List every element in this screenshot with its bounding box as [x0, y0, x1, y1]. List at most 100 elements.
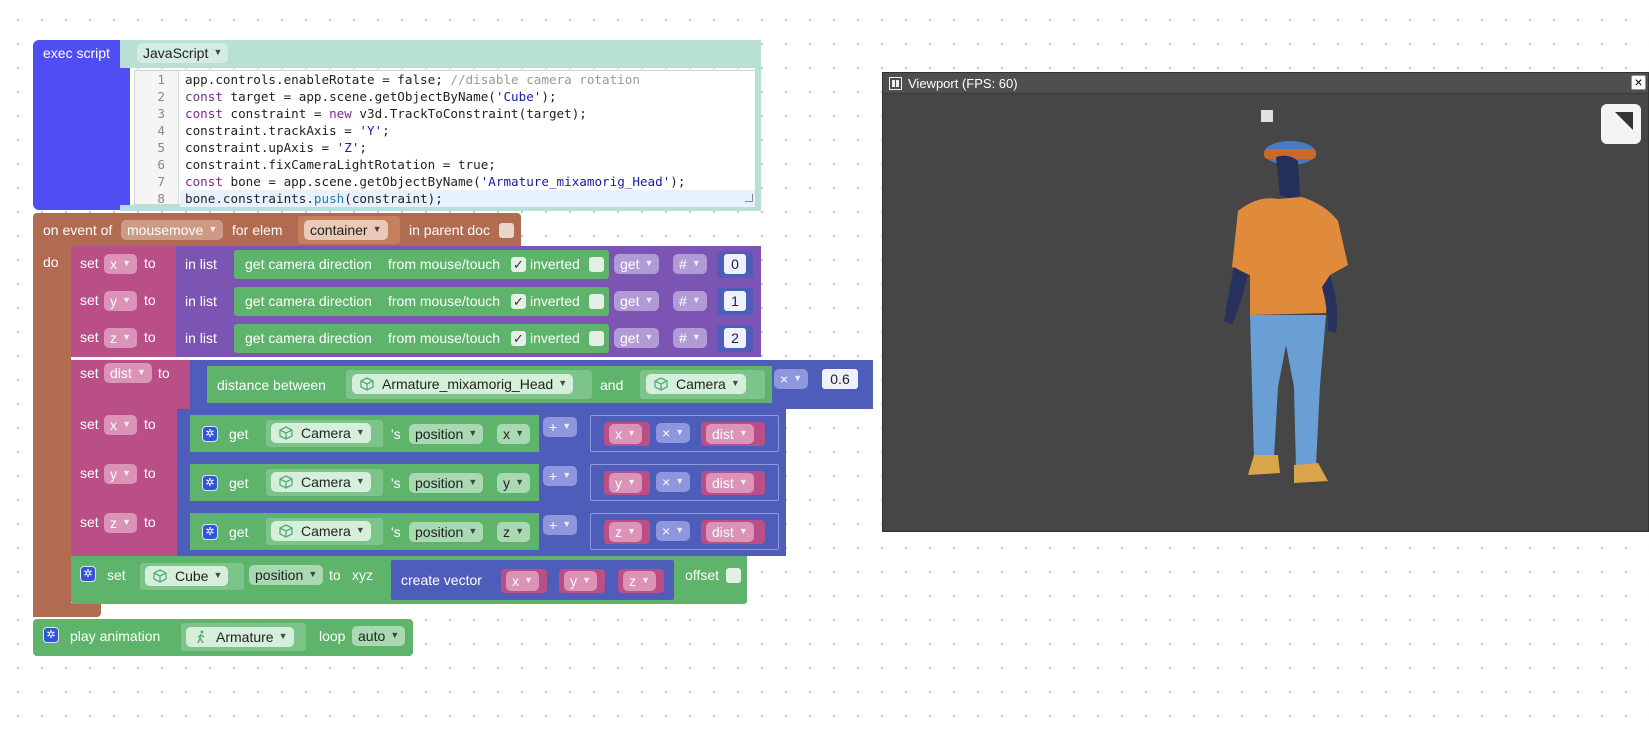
- index-field[interactable]: 2: [724, 328, 746, 348]
- math-op-dropdown[interactable]: ×▼: [774, 369, 809, 389]
- fullscreen-button[interactable]: [1601, 104, 1641, 144]
- axis-dropdown[interactable]: z▼: [497, 522, 530, 542]
- code-line[interactable]: bone.constraints.push(constraint);: [185, 190, 443, 207]
- inverted-checkbox[interactable]: [589, 331, 604, 346]
- add-op-dropdown[interactable]: +▼: [543, 515, 578, 535]
- axis-dropdown[interactable]: x▼: [497, 424, 530, 444]
- multiply-op-dropdown[interactable]: ×▼: [656, 521, 691, 541]
- gear-icon[interactable]: ✲: [202, 524, 218, 540]
- var-dropdown-dist[interactable]: dist▼: [104, 363, 152, 383]
- loop-dropdown[interactable]: auto▼: [352, 626, 406, 646]
- gear-icon[interactable]: ✲: [80, 566, 96, 582]
- gear-icon[interactable]: ✲: [43, 627, 59, 643]
- property-dropdown[interactable]: position▼: [409, 473, 484, 493]
- line-number: 6: [157, 157, 165, 172]
- factor-field[interactable]: 0.6: [822, 369, 858, 389]
- inverted-checkbox[interactable]: [589, 294, 604, 309]
- var-a-dropdown[interactable]: x▼: [609, 424, 642, 444]
- property-dropdown[interactable]: position▼: [409, 522, 484, 542]
- code-line[interactable]: const bone = app.scene.getObjectByName('…: [185, 173, 685, 190]
- cube-icon: [153, 569, 167, 583]
- event-block[interactable]: [33, 213, 521, 249]
- multiply-op-dropdown[interactable]: ×▼: [656, 472, 691, 492]
- object-value: Camera: [301, 523, 351, 539]
- to-label: to: [144, 329, 156, 345]
- viewport-title: Viewport (FPS: 60): [908, 76, 1018, 91]
- viewport-titlebar[interactable]: [883, 73, 1648, 94]
- chevron-down-icon: ▼: [372, 224, 382, 234]
- camera-direction-block[interactable]: [234, 287, 609, 316]
- elem-dropdown[interactable]: container▼: [304, 220, 388, 240]
- object-dropdown[interactable]: Camera▼: [271, 423, 371, 443]
- inverted-checkbox[interactable]: [589, 257, 604, 272]
- in-list-label: in list: [185, 330, 217, 346]
- var-dropdown-y[interactable]: y▼: [104, 464, 137, 484]
- in-parent-doc-label: in parent doc: [409, 222, 490, 238]
- code-line[interactable]: const target = app.scene.getObjectByName…: [185, 88, 557, 105]
- from-mouse-checkbox[interactable]: ✓: [511, 257, 526, 272]
- gear-icon[interactable]: ✲: [202, 475, 218, 491]
- index-field[interactable]: 1: [724, 291, 746, 311]
- resize-handle-icon[interactable]: [745, 194, 753, 202]
- gear-icon[interactable]: ✲: [202, 426, 218, 442]
- pause-icon[interactable]: [889, 77, 902, 90]
- list-get-dropdown[interactable]: get▼: [614, 328, 660, 348]
- exec-script-block[interactable]: [33, 40, 130, 210]
- vector-y-dropdown[interactable]: y▼: [564, 571, 597, 591]
- axis-dropdown[interactable]: y▼: [497, 473, 530, 493]
- var-b-dropdown[interactable]: dist▼: [706, 473, 754, 493]
- var-dropdown-x[interactable]: x▼: [104, 254, 137, 274]
- possessive-label: 's: [391, 426, 401, 442]
- chevron-down-icon: ▼: [582, 575, 591, 585]
- code-gutter: [135, 71, 179, 204]
- camera-direction-block[interactable]: [234, 324, 609, 353]
- property-value: position: [415, 426, 464, 442]
- multiply-op-dropdown[interactable]: ×▼: [656, 423, 691, 443]
- list-get-dropdown[interactable]: get▼: [614, 254, 660, 274]
- object-dropdown[interactable]: Camera▼: [271, 521, 371, 541]
- index-field[interactable]: 0: [724, 254, 746, 274]
- add-op-dropdown[interactable]: +▼: [543, 466, 578, 486]
- cube-object-dropdown[interactable]: Cube▼: [145, 566, 229, 586]
- code-line[interactable]: app.controls.enableRotate = false; //dis…: [185, 71, 640, 88]
- in-parent-doc-checkbox[interactable]: [499, 223, 514, 238]
- var-a-dropdown[interactable]: y▼: [609, 473, 642, 493]
- var-dropdown-y[interactable]: y▼: [104, 291, 137, 311]
- code-token: const: [185, 174, 223, 189]
- from-mouse-checkbox[interactable]: ✓: [511, 294, 526, 309]
- camera-direction-block[interactable]: [234, 250, 609, 279]
- list-get-dropdown[interactable]: get▼: [614, 291, 660, 311]
- from-mouse-checkbox[interactable]: ✓: [511, 331, 526, 346]
- vector-z-dropdown[interactable]: z▼: [623, 571, 656, 591]
- list-index-type-dropdown[interactable]: #▼: [673, 291, 707, 311]
- add-op-dropdown[interactable]: +▼: [543, 417, 578, 437]
- code-line[interactable]: constraint.trackAxis = 'Y';: [185, 122, 390, 139]
- object-b-dropdown[interactable]: Camera▼: [646, 374, 746, 394]
- check-glyph: ✓: [513, 294, 524, 309]
- list-index-type-dropdown[interactable]: #▼: [673, 328, 707, 348]
- list-index-type-dropdown[interactable]: #▼: [673, 254, 707, 274]
- armature-dropdown[interactable]: Armature▼: [186, 627, 294, 647]
- code-line[interactable]: constraint.upAxis = 'Z';: [185, 139, 367, 156]
- var-dropdown-z[interactable]: z▼: [104, 513, 137, 533]
- offset-checkbox[interactable]: [726, 568, 741, 583]
- var-b-dropdown[interactable]: dist▼: [706, 522, 754, 542]
- var-dropdown-x[interactable]: x▼: [104, 415, 137, 435]
- object-a-dropdown[interactable]: Armature_mixamorig_Head▼: [352, 374, 574, 394]
- var-a-dropdown[interactable]: z▼: [609, 522, 642, 542]
- cube-prop-dropdown[interactable]: position▼: [249, 565, 324, 585]
- language-dropdown[interactable]: JavaScript▼: [137, 43, 229, 63]
- code-line[interactable]: constraint.fixCameraLightRotation = true…: [185, 156, 496, 173]
- code-line[interactable]: const constraint = new v3d.TrackToConstr…: [185, 105, 587, 122]
- to-label: to: [144, 255, 156, 271]
- var-dropdown-z[interactable]: z▼: [104, 328, 137, 348]
- check-glyph: ✓: [513, 257, 524, 272]
- property-dropdown[interactable]: position▼: [409, 424, 484, 444]
- object-dropdown[interactable]: Camera▼: [271, 472, 371, 492]
- close-icon[interactable]: ×: [1631, 75, 1646, 90]
- vector-x-dropdown[interactable]: x▼: [506, 571, 539, 591]
- viewport-window[interactable]: Viewport (FPS: 60) ×: [882, 72, 1649, 532]
- event-name-dropdown[interactable]: mousemove▼: [121, 220, 224, 240]
- var-b-dropdown[interactable]: dist▼: [706, 424, 754, 444]
